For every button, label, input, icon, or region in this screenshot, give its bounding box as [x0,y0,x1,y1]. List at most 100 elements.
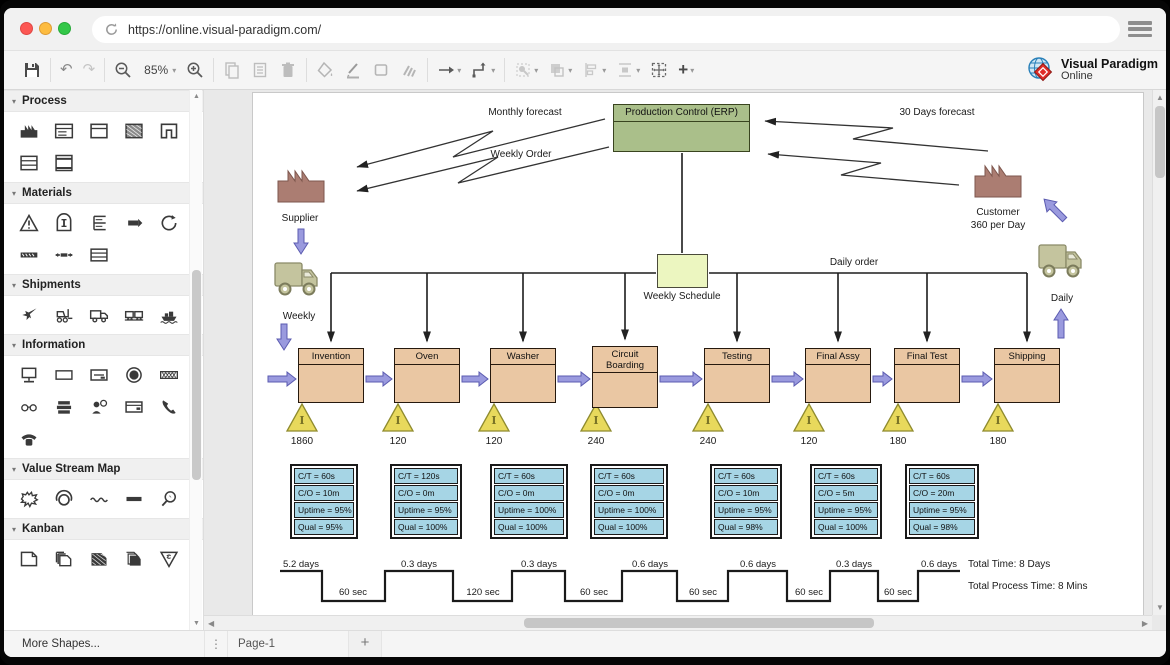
go-see-shape-icon[interactable] [16,395,42,419]
transfer-shape-icon[interactable] [51,243,77,267]
data-box-final-assy[interactable]: C/T = 60s C/O = 5m Uptime = 95% Qual = 1… [810,464,882,539]
scroll-right-icon[interactable]: ▶ [1141,619,1148,628]
truck-shipment-shape-icon[interactable] [86,303,112,327]
inventory-shape-icon[interactable] [51,211,77,235]
scroll-down-icon[interactable]: ▼ [1156,603,1164,612]
timeline-process-label[interactable]: 120 sec [466,587,500,598]
outside-process-shape-icon[interactable] [121,119,147,143]
process-box-testing[interactable]: Testing [704,348,770,403]
phone-handset-shape-icon[interactable] [156,395,182,419]
customer-erp-connectors[interactable] [764,117,989,186]
customer-factory-icon[interactable] [974,165,1022,198]
supermarket-shape-icon[interactable] [86,211,112,235]
inventory-count[interactable]: 1860 [290,436,314,447]
signal-kanban-triangle-shape-icon[interactable] [156,547,182,571]
canvas-horizontal-scrollbar[interactable]: ◀ ▶ [204,615,1152,630]
delete-button[interactable] [279,61,297,79]
timeline-process-label[interactable]: 60 sec [339,587,367,598]
operator-shape-icon[interactable] [51,487,77,511]
process-box-shape-icon[interactable] [86,119,112,143]
timeline-process-label[interactable]: 60 sec [884,587,912,598]
sidebar-scrollbar[interactable]: ▲ ▼ [189,90,202,630]
scroll-up-icon[interactable]: ▲ [193,93,200,100]
weekly-schedule-box[interactable] [657,254,708,288]
close-window-button[interactable] [20,22,33,35]
process-box-invention[interactable]: Invention [298,348,364,403]
sidebar-scroll-thumb[interactable] [192,270,201,480]
process-box-circuit-boarding[interactable]: Circuit Boarding [592,346,658,408]
forklift-shape-icon[interactable] [51,303,77,327]
supplier-factory-icon[interactable] [277,170,325,203]
weekly-label[interactable]: Weekly [282,311,316,322]
inventory-count[interactable]: 240 [699,436,717,447]
process-with-data-shape-icon[interactable] [51,119,77,143]
diagram-page[interactable]: Production Control (ERP) Monthly forecas… [252,92,1144,630]
withdrawal-kanban-shape-icon[interactable] [86,547,112,571]
production-kanban-shape-icon[interactable] [16,547,42,571]
distribute-button[interactable]: ▾ [616,61,640,79]
align-button[interactable]: ▾ [582,61,606,79]
shared-process-shape-icon[interactable] [156,119,182,143]
weekly-schedule-label[interactable]: Weekly Schedule [643,291,721,302]
format-brush-button[interactable] [400,61,418,79]
data-box-final-test[interactable]: C/T = 60s C/O = 20m Uptime = 95% Qual = … [905,464,979,539]
data-box-circuit-boarding[interactable]: C/T = 60s C/O = 0m Uptime = 100% Qual = … [590,464,668,539]
inventory-count[interactable]: 180 [989,436,1007,447]
schedule-box-shape-icon[interactable] [51,363,77,387]
data-box-invention[interactable]: C/T = 60s C/O = 10m Uptime = 95% Qual = … [290,464,358,539]
timeline-wait-label[interactable]: 0.3 days [521,559,557,570]
sea-shipment-shape-icon[interactable] [156,303,182,327]
material-pull-shape-icon[interactable] [156,211,182,235]
signal-kanban-shape-icon[interactable] [86,363,112,387]
daily-truck-icon[interactable] [1038,244,1082,278]
layer-order-button[interactable]: ▾ [548,61,572,79]
timeline-wait-label[interactable]: 5.2 days [283,559,319,570]
workcell-shape-icon[interactable] [51,151,77,175]
weekly-order-label[interactable]: Weekly Order [490,149,552,160]
production-control-box[interactable]: Production Control (ERP) [613,104,750,152]
fill-color-button[interactable] [316,61,334,79]
reload-icon[interactable] [104,22,119,37]
copy-button[interactable] [223,61,241,79]
page-menu-button[interactable]: ⋮ [204,631,228,657]
buffer-stock-shape-icon[interactable] [51,395,77,419]
url-text[interactable]: https://online.visual-paradigm.com/ [128,22,322,37]
timeline-process-label[interactable]: 60 sec [689,587,717,598]
timeline-process-label[interactable]: 60 sec [795,587,823,598]
daily-order-label[interactable]: Daily order [829,257,879,268]
process-box-final-test[interactable]: Final Test [894,348,960,403]
timeline-shape-icon[interactable] [86,487,112,511]
data-box-oven[interactable]: C/T = 120s C/O = 0m Uptime = 95% Qual = … [390,464,462,539]
withdrawal-bar-shape-icon[interactable] [121,487,147,511]
zoom-level-select[interactable]: 85% ▾ [142,63,176,77]
connector-style-button[interactable]: ▾ [471,61,495,79]
section-header-materials[interactable]: ▾Materials [4,182,203,204]
inventory-triangles[interactable] [285,402,1015,432]
page-tab[interactable]: Page-1 [238,638,276,650]
schedule-connectors[interactable] [327,153,1031,343]
canvas-hscroll-thumb[interactable] [524,618,874,628]
factory-shape-icon[interactable] [16,119,42,143]
process-box-oven[interactable]: Oven [394,348,460,403]
line-color-button[interactable] [344,61,362,79]
address-bar[interactable]: https://online.visual-paradigm.com/ [92,16,1120,43]
inventory-count[interactable]: 120 [800,436,818,447]
scroll-up-icon[interactable]: ▲ [1156,93,1164,102]
load-leveling-shape-icon[interactable] [16,363,42,387]
electronic-info-shape-icon[interactable] [121,395,147,419]
quality-check-shape-icon[interactable] [156,487,182,511]
timeline-process-label[interactable]: 60 sec [580,587,608,598]
supplier-label[interactable]: Supplier [281,213,319,224]
maximize-window-button[interactable] [58,22,71,35]
conveyor-shape-icon[interactable] [16,243,42,267]
arrow-style-button[interactable]: ▾ [437,61,461,79]
batched-withdrawal-kanban-shape-icon[interactable] [121,547,147,571]
verbal-information-shape-icon[interactable] [86,395,112,419]
process-box-shipping[interactable]: Shipping [994,348,1060,403]
data-cell-rows-shape-icon[interactable] [16,151,42,175]
timeline-wait-label[interactable]: 0.6 days [740,559,776,570]
add-page-button[interactable]: + [348,631,382,657]
scroll-down-icon[interactable]: ▼ [193,620,200,627]
process-box-final-assy[interactable]: Final Assy [805,348,871,403]
fit-to-screen-button[interactable] [650,61,668,79]
